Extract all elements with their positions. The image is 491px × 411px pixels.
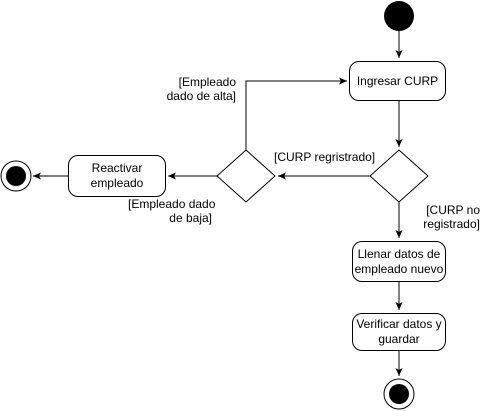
- edge-decision2-to-ingresar: [245, 77, 347, 150]
- guard-curp-registrado: [CURP regristrado]: [274, 150, 376, 164]
- initial-node: [384, 1, 414, 31]
- action-reactivar-empleado: Reactivar empleado: [68, 155, 166, 197]
- decision-curp-registrado: [369, 149, 429, 203]
- action-ingresar-curp: Ingresar CURP: [349, 61, 446, 101]
- action-verificar-datos: Verificar datos y guardar: [352, 313, 446, 351]
- final-node-bottom-core: [389, 384, 409, 404]
- action-llenar-datos: Llenar datos de empleado nuevo: [352, 241, 446, 282]
- guard-empleado-dado-de-alta: [Empleado dado de alta]: [166, 75, 236, 103]
- decision-empleado-estado: [216, 149, 276, 203]
- guard-curp-no-registrado: [CURP no registrado]: [423, 203, 480, 231]
- guard-empleado-dado-de-baja: [Empleado dado de baja]: [128, 197, 216, 225]
- final-node-left-core: [6, 166, 26, 186]
